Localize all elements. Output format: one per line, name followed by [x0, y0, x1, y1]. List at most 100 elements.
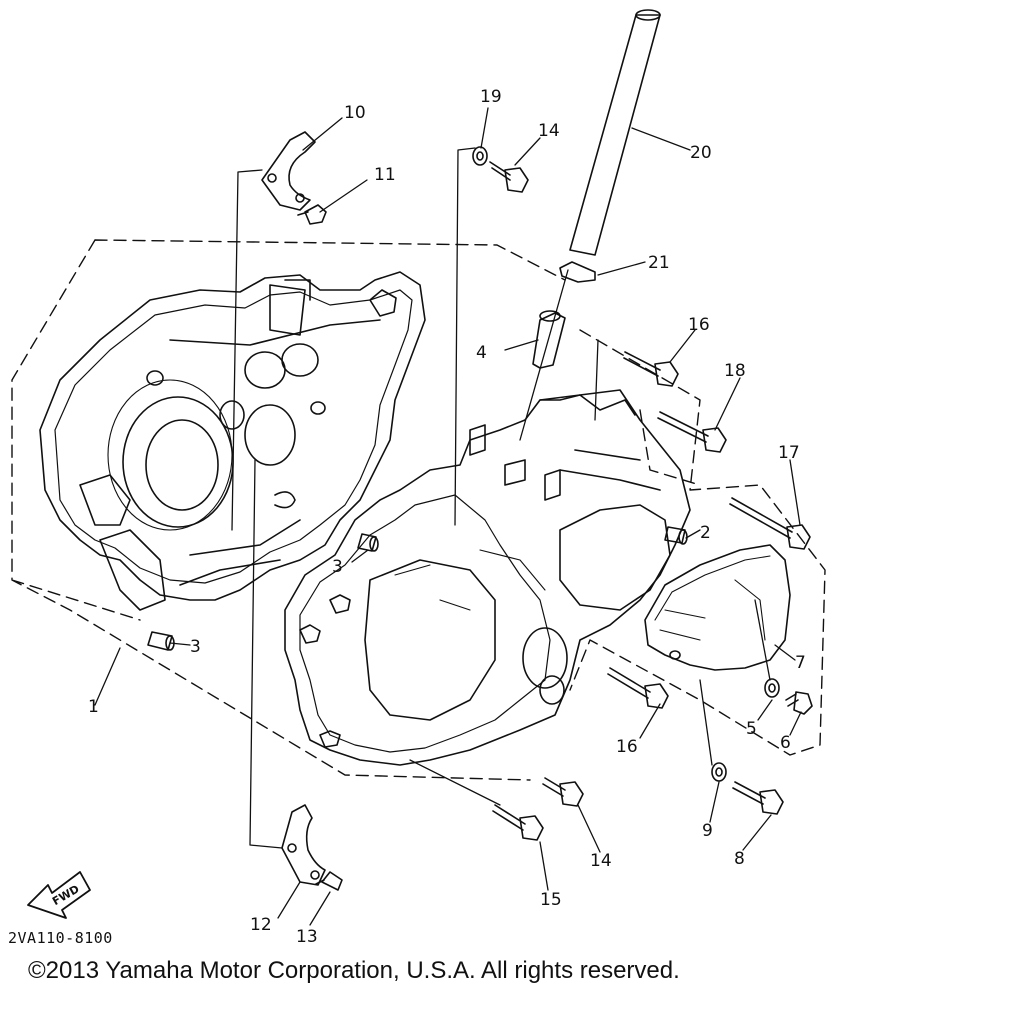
right-case-top — [539, 394, 636, 501]
nut-6 — [785, 691, 813, 715]
copyright-notice: ©2013 Yamaha Motor Corporation, U.S.A. A… — [28, 957, 680, 984]
dowel-pin-lower — [147, 631, 175, 651]
callout-18: 18 — [724, 361, 746, 381]
left-crankcase-half — [39, 271, 426, 611]
callout-leaders — [94, 107, 802, 926]
callout-14-bottom: 14 — [590, 851, 612, 871]
callout-16-top: 16 — [688, 315, 710, 335]
clutch-cavity — [364, 559, 496, 721]
crankcase-cover — [644, 544, 791, 671]
lower-rib — [179, 519, 301, 586]
crank-bearing-inner — [145, 419, 219, 511]
callout-8: 8 — [734, 849, 745, 869]
plate-12-guide — [249, 459, 283, 849]
callout-10: 10 — [344, 103, 366, 123]
tube-top — [635, 9, 661, 21]
shaft-bore-gear — [244, 404, 296, 466]
bolt-15 — [492, 804, 544, 841]
washer-5 — [764, 678, 780, 698]
retainer-plate-upper — [261, 131, 316, 211]
callout-12: 12 — [250, 915, 272, 935]
callout-11: 11 — [374, 165, 396, 185]
top-boss — [269, 279, 311, 336]
right-case-flange — [299, 494, 551, 753]
washer-19 — [472, 146, 488, 166]
diagram-code: 2VA110-8100 — [8, 929, 113, 947]
bottom-mount — [99, 529, 166, 611]
dowel-pins — [147, 526, 688, 651]
upper-rib — [169, 319, 381, 346]
callout-4: 4 — [476, 343, 487, 363]
output-shaft-seal — [539, 675, 565, 705]
washer-9 — [711, 762, 727, 782]
cover-flange — [654, 555, 771, 621]
left-case-boundary — [11, 239, 566, 781]
callout-15: 15 — [540, 890, 562, 910]
shaft-bore-small — [219, 400, 245, 430]
cover-bolt-hole — [669, 650, 681, 660]
callout-19: 19 — [480, 87, 502, 107]
shaft-bore-mid — [281, 343, 319, 377]
screw-11 — [297, 204, 327, 225]
callout-6: 6 — [780, 733, 791, 753]
bolt-17 — [729, 497, 811, 550]
assembly-boundary-lines — [11, 239, 826, 781]
fwd-label: FWD — [50, 882, 81, 908]
callout-9: 9 — [702, 821, 713, 841]
clip-fastener — [274, 491, 296, 509]
bolt-zone-boundary — [639, 409, 701, 486]
bolt-14-bottom — [542, 777, 584, 807]
inner-ribs — [559, 449, 661, 491]
callout-2: 2 — [700, 523, 711, 543]
callout-labels: 1 2 3 3 4 5 6 7 8 9 10 11 12 13 14 14 15… — [88, 87, 806, 947]
callout-3-lower: 3 — [190, 637, 201, 657]
hose-clamp — [559, 261, 596, 283]
plate-10-guide — [231, 169, 263, 531]
cover-ribs — [659, 579, 766, 641]
crank-bearing-bore — [122, 396, 234, 528]
pipe-fitting — [532, 310, 566, 369]
right-case-outline — [284, 389, 691, 766]
callout-13: 13 — [296, 927, 318, 947]
cylinder-deck — [469, 424, 526, 486]
cover-outline — [644, 544, 791, 671]
crank-bearing-lip — [107, 379, 233, 531]
bolt-14-top — [489, 161, 529, 193]
case-hole-b — [310, 401, 326, 415]
callout-20: 20 — [690, 143, 712, 163]
alignment-lines — [231, 147, 771, 849]
stud-9-guide — [699, 679, 713, 766]
forward-arrow-icon: FWD — [27, 871, 91, 919]
stud-8 — [732, 781, 784, 815]
screw-13 — [315, 871, 343, 891]
tube-body — [569, 14, 661, 256]
bolt-18 — [657, 411, 727, 453]
callout-7: 7 — [795, 653, 806, 673]
stud-5-guide — [754, 599, 771, 681]
breather-tube — [569, 9, 661, 256]
bolt-15-guide — [409, 759, 501, 806]
front-mount — [79, 474, 131, 526]
stud-boss-1 — [369, 289, 397, 317]
bolt-16-top — [623, 351, 679, 387]
left-case-outline — [39, 271, 426, 601]
bolts — [472, 146, 813, 841]
gearbox-section — [559, 504, 671, 611]
callout-21: 21 — [648, 253, 670, 273]
left-case-flange — [54, 289, 413, 584]
tube-21-guide — [519, 269, 569, 441]
callout-14-top: 14 — [538, 121, 560, 141]
callout-3-upper: 3 — [332, 557, 343, 577]
output-shaft-bore — [522, 627, 568, 689]
right-case-boundary — [569, 329, 826, 756]
callout-5: 5 — [746, 719, 757, 739]
retainer-plate-lower — [281, 804, 326, 886]
right-crankcase-half — [284, 389, 691, 766]
callout-1: 1 — [88, 697, 99, 717]
callout-17: 17 — [778, 443, 800, 463]
case-detail-lines — [394, 549, 546, 611]
bolt-bosses — [299, 594, 351, 748]
bolt-16-bottom — [607, 667, 669, 709]
